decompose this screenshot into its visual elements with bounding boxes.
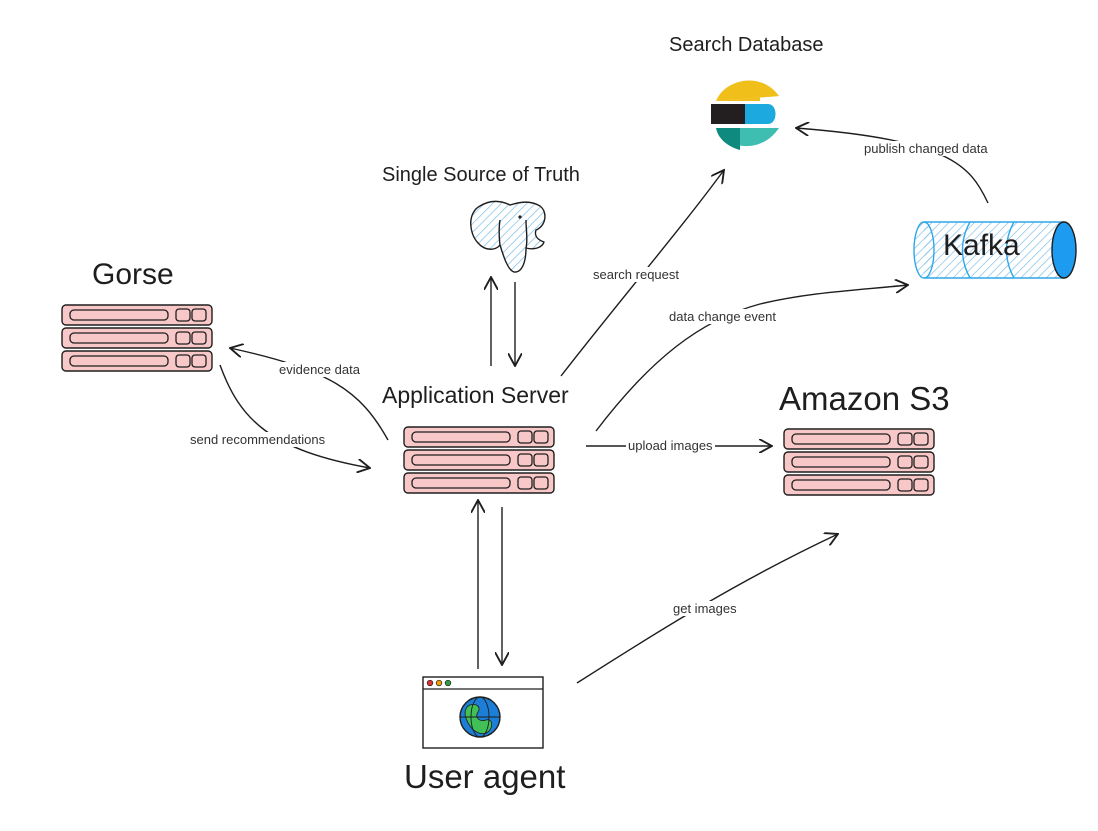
arrow-kafka-to-search <box>796 128 989 204</box>
edge-label-get-images: get images <box>671 601 739 616</box>
edge-label-send-recommendations: send recommendations <box>188 432 328 447</box>
cylinder-queue-icon <box>913 221 1077 279</box>
edge-label-search-request: search request <box>591 267 681 282</box>
elasticsearch-icon <box>711 80 779 150</box>
edge-label-publish-changed-data: publish changed data <box>862 141 990 156</box>
edge-label-evidence-data: evidence data <box>277 362 362 377</box>
search-database-title: Search Database <box>669 34 824 56</box>
gorse-title: Gorse <box>92 258 174 291</box>
amazon-s3-title: Amazon S3 <box>779 380 950 417</box>
kafka-title: Kafka <box>943 229 1020 262</box>
gorse-server-icon <box>62 305 212 371</box>
arrow-gorse-to-app <box>219 364 370 468</box>
user-agent-title: User agent <box>404 758 566 795</box>
edge-label-data-change-event: data change event <box>667 309 778 324</box>
edge-label-upload-images: upload images <box>626 438 715 453</box>
single-source-of-truth-title: Single Source of Truth <box>382 164 580 186</box>
application-server-icon <box>404 427 554 493</box>
browser-window-globe-icon <box>422 676 544 749</box>
application-server-title: Application Server <box>382 382 569 408</box>
amazon-s3-server-icon <box>784 429 934 495</box>
postgresql-elephant-icon <box>470 200 546 273</box>
arrow-app-to-kafka <box>595 285 908 432</box>
arrow-app-to-gorse <box>230 348 389 441</box>
